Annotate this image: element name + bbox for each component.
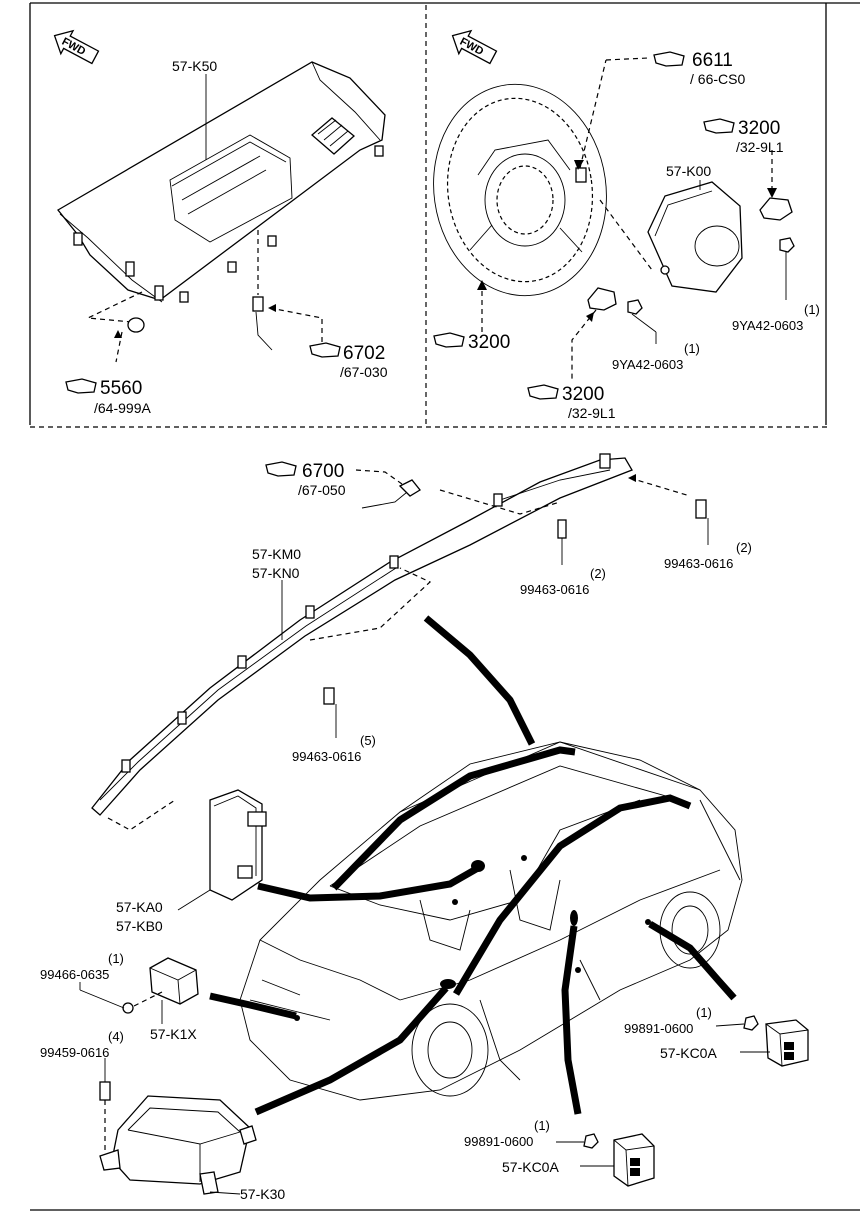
- part-57K50: 57-K50: [172, 58, 217, 74]
- leader-3200-wheel: [477, 280, 487, 332]
- side-sensor-a: [715, 1015, 809, 1067]
- fwd-arrow-left: FWD: [53, 29, 100, 65]
- vehicle-body: [239, 741, 743, 1101]
- part-57KC0A-b: 57-KC0A: [502, 1159, 559, 1175]
- connector-6700: [355, 469, 421, 509]
- bracket-top: [759, 150, 795, 300]
- fwd-label: FWD: [60, 36, 88, 58]
- svg-text:3200: 3200: [468, 332, 510, 353]
- part-57KA0: 57-KA0: [116, 899, 163, 915]
- driver-airbag-module: [647, 181, 743, 293]
- leader-airbag-wheel: [599, 199, 653, 271]
- qty-9YA42-left: (1): [684, 341, 700, 356]
- steering-wheel: [433, 83, 607, 297]
- part-99891-b: 99891-0600: [464, 1134, 533, 1149]
- callout-3200-wheel: 3200: [433, 332, 510, 353]
- part-57KN0: 57-KN0: [252, 565, 300, 581]
- svg-text:/67-050: /67-050: [298, 482, 346, 498]
- fwd-label: FWD: [458, 36, 486, 58]
- side-airbag: [209, 789, 267, 901]
- part-9YA42-right: 9YA42-0603: [732, 318, 803, 333]
- svg-text:3200: 3200: [738, 118, 780, 139]
- frame: [29, 2, 860, 1211]
- qty-99891-b: (1): [534, 1118, 550, 1133]
- part-99459: 99459-0616: [40, 1045, 109, 1060]
- bracket-bottom: [571, 287, 657, 380]
- svg-text:3200: 3200: [562, 384, 604, 405]
- callout-6611: 6611 / 66-CS0: [653, 50, 745, 87]
- part-57K30: 57-K30: [240, 1186, 285, 1202]
- part-99891-a: 99891-0600: [624, 1021, 693, 1036]
- passenger-airbag-module: [57, 61, 386, 303]
- callout-6700: 6700 /67-050: [265, 461, 346, 498]
- qty-99891-a: (1): [696, 1005, 712, 1020]
- leader-57KA0: [177, 889, 211, 911]
- side-sensor-b: [556, 1133, 655, 1187]
- fwd-arrow-right: FWD: [451, 29, 498, 65]
- svg-text:5560: 5560: [100, 378, 142, 399]
- part-57K1X: 57-K1X: [150, 1026, 197, 1042]
- part-57KB0: 57-KB0: [116, 918, 163, 934]
- clip-5560: [85, 291, 145, 363]
- callout-3200-top: 3200 /32-9L1: [703, 118, 784, 155]
- svg-text:/67-030: /67-030: [340, 364, 388, 380]
- qty-99463-b: (2): [736, 540, 752, 555]
- sas-control-unit: [99, 1058, 257, 1195]
- callout-3200-bottom: 3200 /32-9L1: [527, 384, 616, 421]
- svg-text:6611: 6611: [692, 50, 733, 71]
- qty-99463-c: (5): [360, 733, 376, 748]
- qty-99463-a: (2): [590, 566, 606, 581]
- part-9YA42-left: 9YA42-0603: [612, 357, 683, 372]
- qty-99466: (1): [108, 951, 124, 966]
- location-leaders: [209, 615, 737, 1116]
- bolt-99463-a: [557, 519, 567, 565]
- bolt-99463-c: [323, 687, 337, 738]
- leader-6611: [574, 57, 649, 170]
- part-99463-a: 99463-0616: [520, 582, 589, 597]
- svg-text:/32-9L1: /32-9L1: [736, 139, 784, 155]
- callout-6702: 6702 /67-030: [309, 342, 388, 380]
- svg-text:/ 66-CS0: / 66-CS0: [690, 71, 745, 87]
- part-99463-b: 99463-0616: [664, 556, 733, 571]
- part-99466: 99466-0635: [40, 967, 109, 982]
- qty-99459: (4): [108, 1029, 124, 1044]
- part-57KM0: 57-KM0: [252, 546, 301, 562]
- svg-text:/64-999A: /64-999A: [94, 400, 151, 416]
- connector-6702: [252, 230, 323, 351]
- qty-9YA42-right: (1): [804, 302, 820, 317]
- curtain-airbag: [91, 453, 691, 831]
- part-57KC0A-a: 57-KC0A: [660, 1045, 717, 1061]
- part-57K00: 57-K00: [666, 163, 711, 179]
- front-sensor: [79, 957, 199, 1024]
- callout-5560: 5560 /64-999A: [65, 378, 151, 416]
- part-99463-c: 99463-0616: [292, 749, 361, 764]
- bolt-99463-b: [695, 499, 709, 545]
- svg-text:6700: 6700: [302, 461, 344, 482]
- svg-text:/32-9L1: /32-9L1: [568, 405, 616, 421]
- svg-text:6702: 6702: [343, 343, 385, 364]
